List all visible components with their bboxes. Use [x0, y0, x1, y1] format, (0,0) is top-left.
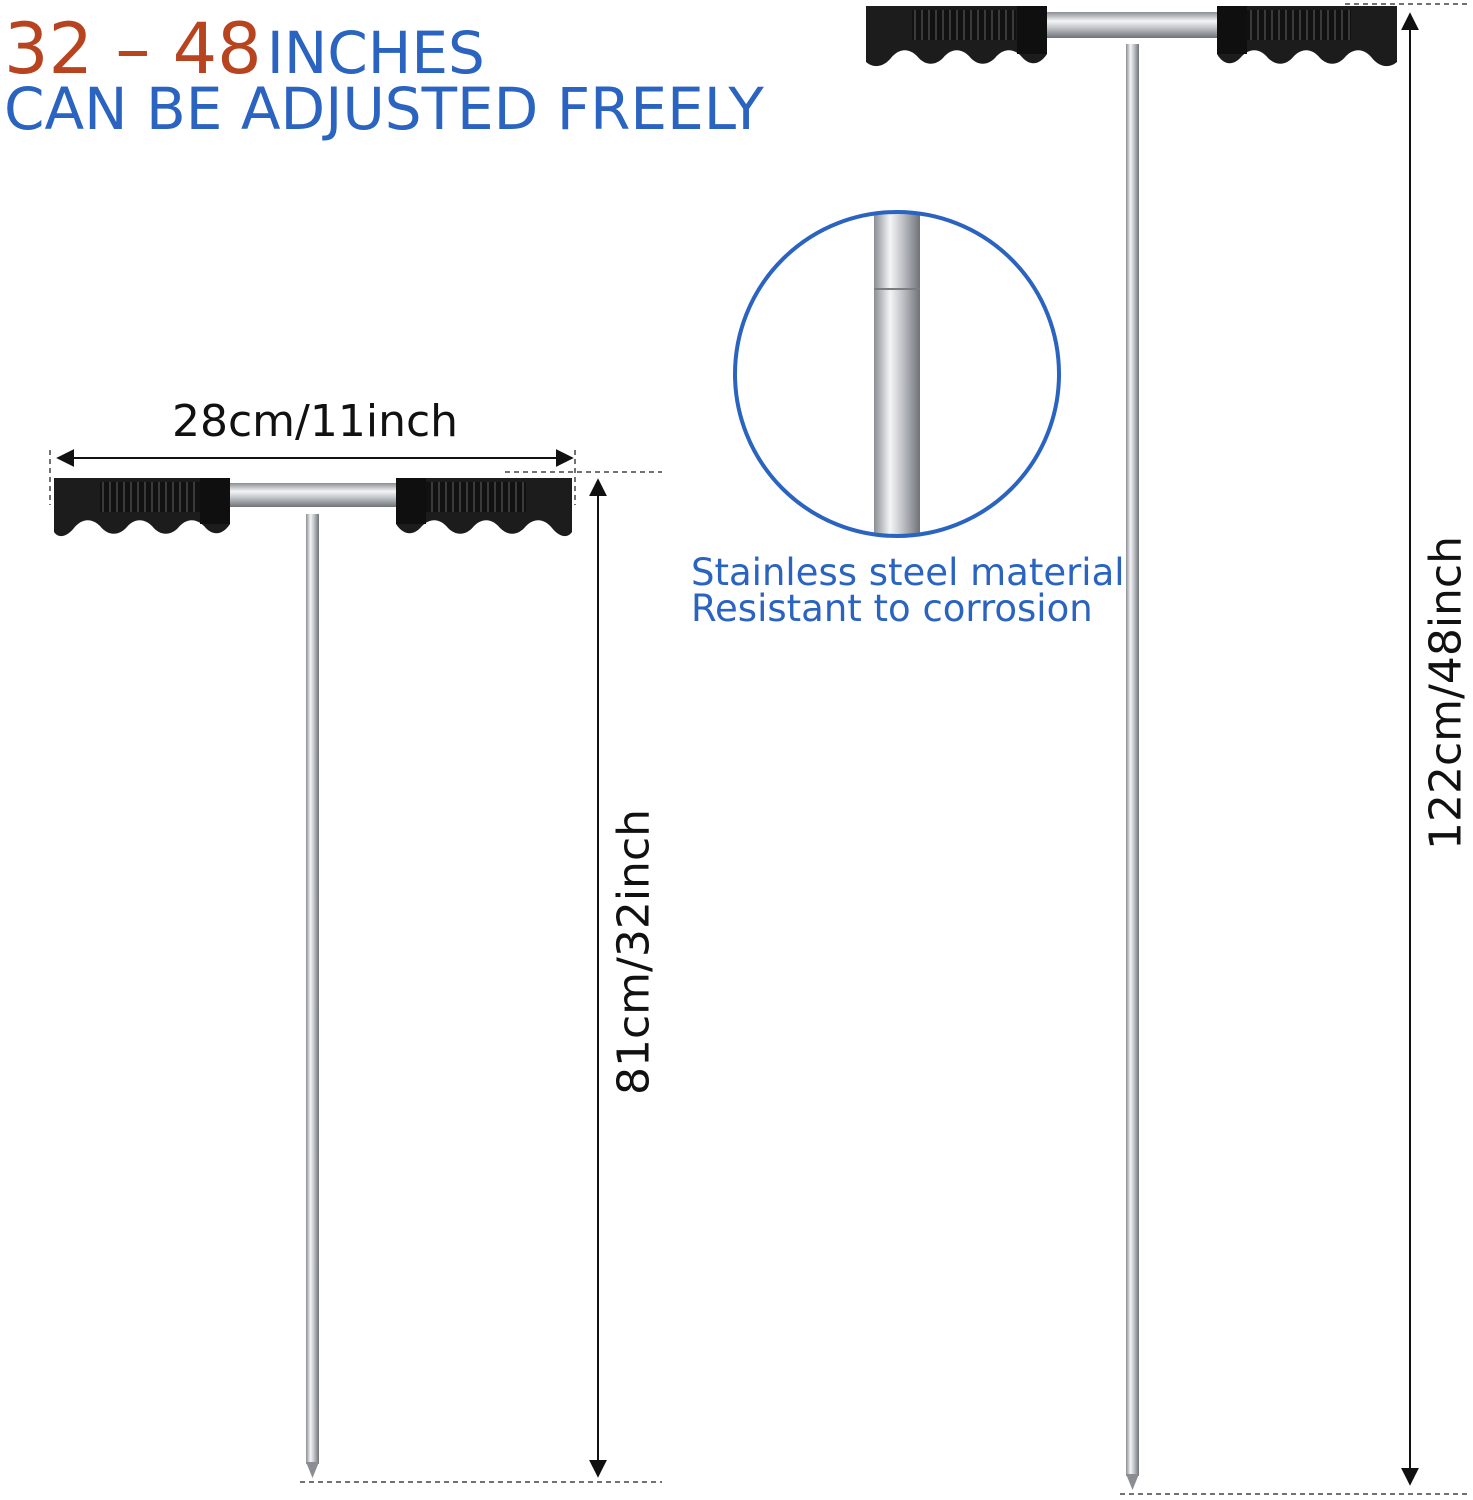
headline-subtitle: CAN BE ADJUSTED FREELY	[4, 75, 764, 143]
handle-width-label: 28cm/11inch	[172, 396, 459, 447]
t-handle-probe-long-icon	[866, 6, 1397, 1490]
short-length-label: 81cm/32inch	[608, 808, 660, 1096]
headline-range: 32 – 48 INCHES	[4, 4, 485, 113]
t-handle-probe-short-icon	[54, 478, 572, 1478]
dimension-arrow-icon	[49, 3, 1470, 1495]
range-value: 32 – 48	[4, 8, 262, 90]
feature-corrosion: Resistant to corrosion	[691, 587, 1093, 630]
detail-magnifier-circle-icon	[733, 210, 1061, 538]
feature-material: Stainless steel material	[691, 551, 1125, 594]
range-unit: INCHES	[266, 19, 485, 87]
long-length-label: 122cm/48inch	[1420, 535, 1472, 851]
